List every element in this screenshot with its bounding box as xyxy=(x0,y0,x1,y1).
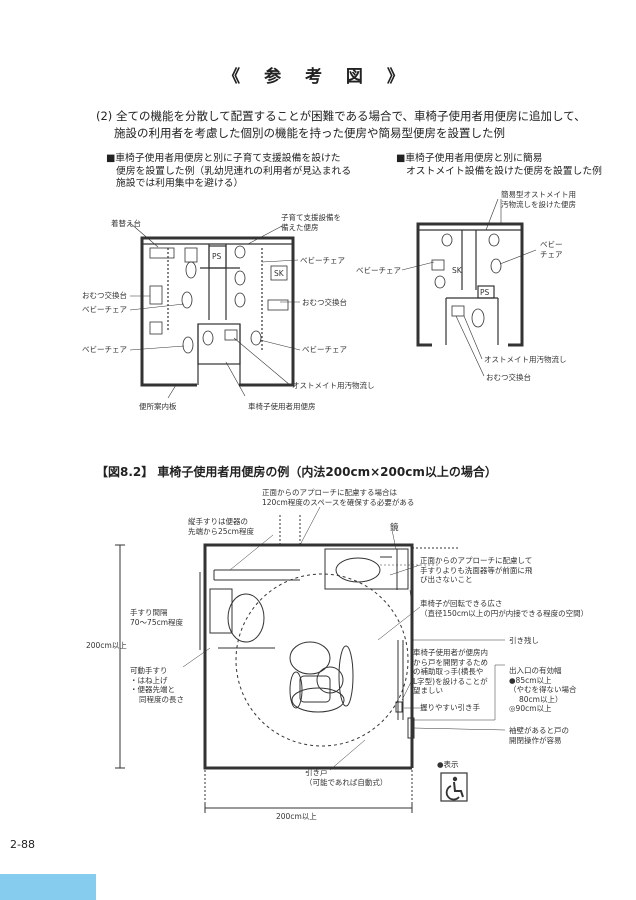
label-sk-left: SK xyxy=(274,269,284,278)
label-front-approach-line-1: 正面からのアプローチに配慮する場合は xyxy=(262,488,397,497)
label-entrance-width-line-3: （やむを得ない場合 xyxy=(509,685,577,694)
label-grip: 握りやすい引き手 xyxy=(420,703,480,712)
label-kigae: 着替え台 xyxy=(111,219,141,228)
label-hikinokoshi: 引き残し xyxy=(509,636,539,645)
label-kosodate-line-2: 備えた便房 xyxy=(281,222,319,232)
left-plan-leaders xyxy=(129,222,301,399)
label-dim-horizontal: 200cm以上 xyxy=(276,812,317,821)
label-turning-space: 車椅子が回転できる広さ （直径150cm以上の円が内接できる程度の空間） xyxy=(420,599,588,618)
right-floor-plan xyxy=(416,222,524,347)
figure-caption: 【図8.2】 車椅子使用者用便房の例（内法200cm×200cm以上の場合） xyxy=(96,465,497,479)
right-plan-fixtures xyxy=(431,233,502,328)
label-baby-right: ベビー チェア xyxy=(540,240,563,259)
label-front-approach-line-2: 120cm程度のスペースを確保する必要がある xyxy=(262,497,415,507)
right-heading-line-2: オストメイト設備を設けた便房を設置した例 xyxy=(406,165,602,177)
label-ps-right: PS xyxy=(480,288,490,297)
label-sodekabe-line-2: 開閉操作が容易 xyxy=(509,735,562,745)
label-door-handle-note-line-1: 車椅子使用者が便房内 xyxy=(413,648,488,657)
label-sliding-door-line-2: （可能であれば自動式） xyxy=(305,777,388,787)
label-entrance-width-line-4: 80cm以上） xyxy=(519,694,563,704)
label-movable-handrail-line-4: 同程度の長さ xyxy=(139,694,184,704)
left-plan-fixtures xyxy=(149,245,289,354)
label-sink-note-line-2: 手すりよりも洗面器等が前面に飛 xyxy=(420,565,533,575)
label-omutsu-r: おむつ交換台 xyxy=(302,298,347,307)
main-floor-plan xyxy=(203,543,414,770)
label-baby-left-r: ベビーチェア xyxy=(356,266,401,275)
label-entrance-width-line-1: 出入口の有効幅 xyxy=(509,666,562,675)
label-ps-left: PS xyxy=(212,252,222,261)
label-front-approach: 正面からのアプローチに配慮する場合は 120cm程度のスペースを確保する必要があ… xyxy=(262,488,414,507)
label-simple-ostomate: 簡易型オストメイト用 汚物流しを設けた便房 xyxy=(501,190,576,209)
page-title: 《 参 考 図 》 xyxy=(223,67,413,87)
label-tesuri-spacing-line-1: 手すり間隔 xyxy=(130,608,168,617)
label-sink-note: 正面からのアプローチに配慮して 手すりよりも洗面器等が前面に飛 び出さないこと xyxy=(420,556,532,585)
label-baby-chair-r1: ベビーチェア xyxy=(300,256,345,265)
label-kosodate: 子育て支援設備を 備えた便房 xyxy=(281,213,341,232)
label-ostomate-sink-left: オストメイト用汚物流し xyxy=(292,381,375,390)
label-tesuri-spacing-line-2: 70～75cm程度 xyxy=(130,617,184,627)
label-sodekabe-line-1: 袖壁があると戸の xyxy=(509,726,569,735)
label-movable-handrail: 可動手すり ・はね上げ ・便器先端と 同程度の長さ xyxy=(130,666,184,704)
label-simple-ostomate-line-1: 簡易型オストメイト用 xyxy=(501,190,576,199)
label-hyoji: ●表示 xyxy=(437,760,459,769)
label-omutsu-right: おむつ交換台 xyxy=(486,373,531,382)
left-plan-partitions xyxy=(142,243,293,385)
label-sk-right: SK xyxy=(452,266,462,275)
label-tesuri-spacing: 手すり間隔 70～75cm程度 xyxy=(130,608,183,627)
main-plan-details xyxy=(115,506,506,813)
label-annai: 便所案内板 xyxy=(139,402,177,411)
label-simple-ostomate-line-2: 汚物流しを設けた便房 xyxy=(501,199,576,209)
right-heading-line-1: ■車椅子使用者用便房と別に簡易 xyxy=(396,153,543,164)
label-door-handle-note-line-3: の補助取っ手(横長や xyxy=(413,667,484,676)
label-wheelchair-room: 車椅子使用者用便房 xyxy=(248,402,316,411)
label-baby-right-line-2: チェア xyxy=(540,249,563,259)
right-plan-partitions xyxy=(418,229,522,345)
label-door-handle-note-line-4: L字型)を設けることが xyxy=(413,676,488,686)
left-floor-plan xyxy=(140,236,295,387)
left-heading-line-3: 施設では利用集中を避ける） xyxy=(116,178,244,189)
right-diagram-heading: ■車椅子使用者用便房と別に簡易 オストメイト設備を設けた便房を設置した例 xyxy=(396,153,602,178)
label-door-handle-note-line-2: から戸を開閉するため xyxy=(413,657,488,667)
label-entrance-width-line-5: ◎90cm以上 xyxy=(509,704,552,713)
label-baby-chair-r2: ベビーチェア xyxy=(302,345,347,354)
label-baby-chair-l1: ベビーチェア xyxy=(82,305,127,314)
label-tate-tesuri: 縦手すりは便器の 先端から25cm程度 xyxy=(188,517,254,536)
label-door-handle-note-line-5: 望ましい xyxy=(413,686,443,695)
intro-line-2: 施設の利用者を考慮した個別の機能を持った便房や簡易型便房を設置した例 xyxy=(114,126,505,140)
label-sliding-door: 引き戸 （可能であれば自動式） xyxy=(305,768,387,787)
label-baby-chair-l2: ベビーチェア xyxy=(82,345,127,354)
left-heading-line-2: 便房を設置した例（乳幼児連れの利用者が見込まれる xyxy=(116,165,352,177)
label-sink-note-line-3: び出さないこと xyxy=(420,575,473,584)
wheelchair-sign-icon xyxy=(440,772,468,802)
label-kosodate-line-1: 子育て支援設備を xyxy=(281,213,341,222)
label-movable-handrail-line-1: 可動手すり xyxy=(130,666,168,675)
footer-accent-bar xyxy=(0,874,96,900)
label-mirror: 鏡 xyxy=(390,523,399,533)
label-sodekabe: 袖壁があると戸の 開閉操作が容易 xyxy=(509,726,569,745)
label-sliding-door-line-1: 引き戸 xyxy=(305,768,328,777)
intro-line-1: (2) 全ての機能を分散して配置することが困難である場合で、車椅子使用者用便房に… xyxy=(96,109,586,123)
label-baby-right-line-1: ベビー xyxy=(540,240,563,249)
label-ostomate-sink-right: オストメイト用汚物流し xyxy=(484,355,567,364)
label-dim-vertical: 200cm以上 xyxy=(86,641,127,650)
label-tate-tesuri-line-2: 先端から25cm程度 xyxy=(188,526,254,536)
label-movable-handrail-line-2: ・はね上げ xyxy=(130,675,168,685)
label-entrance-width: 出入口の有効幅 ●85cm以上 （やむを得ない場合 80cm以上） ◎90cm以… xyxy=(509,666,577,714)
label-entrance-width-line-2: ●85cm以上 xyxy=(509,675,552,685)
label-door-handle-note: 車椅子使用者が便房内 から戸を開閉するため の補助取っ手(横長や L字型)を設け… xyxy=(413,648,488,696)
label-sink-note-line-1: 正面からのアプローチに配慮して xyxy=(420,556,533,565)
label-movable-handrail-line-3: ・便器先端と xyxy=(130,685,175,694)
left-heading-line-1: ■車椅子使用者用便房と別に子育て支援設備を設けた xyxy=(106,153,341,164)
page-number: 2-88 xyxy=(10,838,35,851)
label-turning-space-line-1: 車椅子が回転できる広さ xyxy=(420,599,503,608)
label-omutsu-l: おむつ交換台 xyxy=(82,291,127,300)
right-plan-leaders xyxy=(401,198,537,377)
left-diagram-heading: ■車椅子使用者用便房と別に子育て支援設備を設けた 便房を設置した例（乳幼児連れの… xyxy=(106,153,351,191)
label-tate-tesuri-line-1: 縦手すりは便器の xyxy=(188,517,248,526)
label-turning-space-line-2: （直径150cm以上の円が内接できる程度の空間） xyxy=(420,608,589,618)
intro-paragraph: (2) 全ての機能を分散して配置することが困難である場合で、車椅子使用者用便房に… xyxy=(96,108,586,142)
